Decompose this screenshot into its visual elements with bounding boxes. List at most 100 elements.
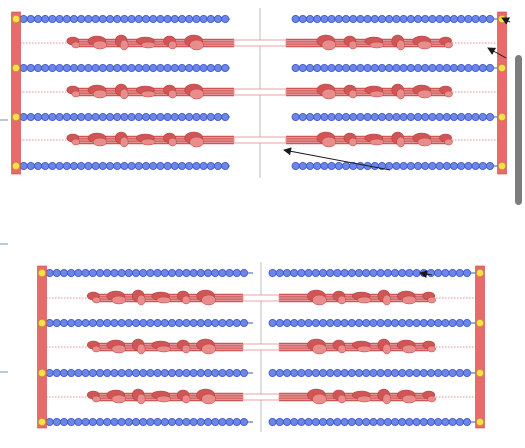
actin-bead: [311, 318, 320, 327]
actin-bead: [88, 268, 97, 277]
actin-bead: [84, 14, 93, 23]
actin-bead: [340, 268, 349, 277]
myosin-head: [382, 393, 392, 405]
scrollbar-thumb[interactable]: [515, 55, 522, 205]
actin-bead: [211, 268, 220, 277]
actin-bead: [327, 161, 336, 170]
actin-bead: [412, 417, 421, 426]
actin-bead: [225, 318, 234, 327]
actin-bead: [356, 14, 365, 23]
actin-bead: [392, 14, 401, 23]
actin-bead: [290, 268, 299, 277]
actin-bead: [413, 14, 422, 23]
myosin-head: [369, 138, 385, 146]
actin-bead: [77, 14, 86, 23]
z-disc-cap: [476, 269, 484, 277]
actin-bead: [96, 318, 105, 327]
myosin-head: [181, 295, 191, 305]
actin-bead: [134, 113, 143, 122]
actin-bead: [291, 14, 300, 23]
bare-zone: [233, 88, 287, 96]
actin-bead: [413, 64, 422, 73]
actin-bead: [98, 161, 107, 170]
actin-bead: [354, 417, 363, 426]
actin-bead: [347, 417, 356, 426]
actin-bead: [290, 368, 299, 377]
actin-bead: [167, 368, 176, 377]
actin-bead: [153, 417, 162, 426]
actin-bead: [103, 417, 112, 426]
actin-bead: [182, 318, 191, 327]
actin-bead: [471, 14, 480, 23]
actin-bead: [52, 368, 61, 377]
actin-bead: [167, 318, 176, 327]
actin-bead: [199, 113, 208, 122]
actin-bead: [232, 417, 241, 426]
actin-bead: [26, 64, 35, 73]
actin-bead: [376, 368, 385, 377]
myosin-head: [401, 295, 417, 305]
actin-bead: [106, 113, 115, 122]
actin-bead: [275, 268, 284, 277]
myosin-head: [92, 395, 101, 403]
actin-bead: [333, 417, 342, 426]
actin-bead: [362, 268, 371, 277]
myosin-head: [312, 343, 327, 355]
actin-bead: [45, 417, 54, 426]
actin-bead: [175, 268, 184, 277]
actin-bead: [413, 161, 422, 170]
actin-bead: [127, 14, 136, 23]
actin-bead: [153, 268, 162, 277]
actin-bead: [160, 318, 169, 327]
actin-bead: [304, 417, 313, 426]
actin-bead: [182, 268, 191, 277]
actin-bead: [421, 161, 430, 170]
actin-bead: [110, 417, 119, 426]
actin-bead: [62, 64, 71, 73]
actin-bead: [347, 318, 356, 327]
actin-bead: [421, 113, 430, 122]
actin-bead: [141, 113, 150, 122]
actin-bead: [441, 368, 450, 377]
actin-bead: [189, 268, 198, 277]
z-disc: [497, 11, 507, 175]
z-disc-cap: [476, 418, 484, 426]
actin-bead: [327, 14, 336, 23]
actin-bead: [221, 161, 230, 170]
actin-bead: [471, 161, 480, 170]
actin-bead: [471, 64, 480, 73]
actin-bead: [134, 161, 143, 170]
actin-bead: [149, 113, 158, 122]
myosin-head: [156, 395, 171, 403]
actin-bead: [333, 368, 342, 377]
actin-bead: [62, 113, 71, 122]
actin-bead: [48, 14, 57, 23]
actin-bead: [189, 318, 198, 327]
actin-bead: [435, 64, 444, 73]
sarcomere-contracted: [37, 262, 485, 432]
actin-bead: [385, 161, 394, 170]
myosin-head: [201, 294, 216, 306]
actin-bead: [383, 417, 392, 426]
actin-bead: [340, 368, 349, 377]
actin-bead: [218, 268, 227, 277]
actin-bead: [131, 417, 140, 426]
actin-bead: [139, 318, 148, 327]
actin-bead: [41, 161, 50, 170]
z-disc-cap: [498, 64, 506, 72]
actin-bead: [326, 318, 335, 327]
actin-bead: [442, 64, 451, 73]
actin-bead: [390, 318, 399, 327]
myosin-head: [348, 89, 358, 99]
actin-bead: [304, 318, 313, 327]
myosin-head: [71, 90, 81, 98]
myosin-head: [357, 345, 372, 353]
actin-bead: [320, 64, 329, 73]
actin-bead: [428, 161, 437, 170]
actin-bead: [434, 318, 443, 327]
actin-bead: [441, 417, 450, 426]
actin-bead: [291, 113, 300, 122]
actin-bead: [268, 268, 277, 277]
actin-bead: [218, 318, 227, 327]
actin-bead: [313, 113, 322, 122]
